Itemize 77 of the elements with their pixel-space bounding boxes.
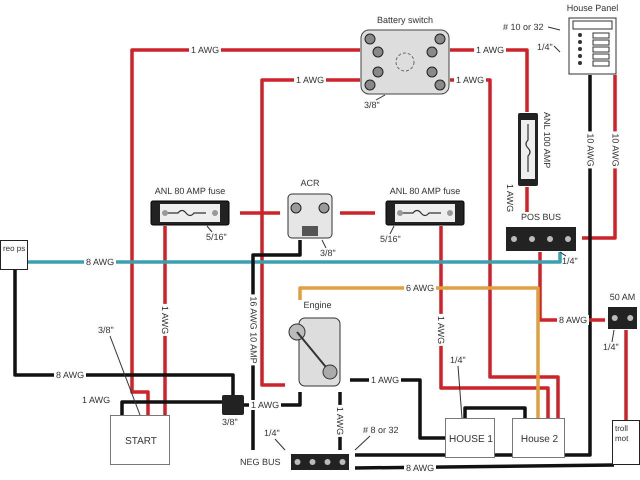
wire-gauge-label: 8 AWG xyxy=(557,315,590,325)
battery-label: House 2 xyxy=(520,434,560,445)
leader-line xyxy=(612,330,614,342)
wire-gauge-label: 16 AWG 10 AMP xyxy=(248,294,258,366)
device-label: troll mot xyxy=(615,424,630,444)
wire-gauge-label: 1 AWG xyxy=(189,45,222,55)
size-label: 3/8" xyxy=(320,248,336,259)
size-label: 1/4" xyxy=(537,42,553,53)
size-label: 1/4" xyxy=(264,428,280,439)
wire-gauge-label: 1 AWG xyxy=(505,182,516,214)
wire-gauge-label: 10 AWG xyxy=(610,131,620,169)
leader-line xyxy=(322,240,326,248)
wire xyxy=(450,78,560,418)
wire-gauge-label: 1 AWG xyxy=(436,314,446,346)
leader-line xyxy=(376,94,386,100)
wire-gauge-label: 6 AWG xyxy=(404,283,436,293)
wire-gauge-label: 1 AWG xyxy=(369,375,402,385)
wire-gauge-label: 1 AWG xyxy=(160,304,170,336)
wire-gauge-label: 1 AWG xyxy=(80,395,112,405)
leader-line xyxy=(560,252,566,256)
component-label: ACR xyxy=(299,178,320,189)
wire xyxy=(354,463,614,470)
wire xyxy=(463,406,527,418)
component-label: Engine xyxy=(302,300,333,311)
wire-gauge-label: 1 AWG xyxy=(249,400,282,410)
battery xyxy=(445,418,495,458)
device-box xyxy=(612,420,640,465)
wire xyxy=(240,211,280,215)
leader-line xyxy=(458,366,462,418)
wire-gauge-label: 10 AWG xyxy=(585,131,596,169)
component-label: POS BUS xyxy=(520,212,562,223)
battery xyxy=(512,418,565,458)
leader-line xyxy=(206,226,212,232)
component-label: ANL 100 AMP xyxy=(541,112,553,168)
component-label: ANL 80 AMP fuse xyxy=(388,186,462,197)
device-box xyxy=(0,240,28,270)
size-label: 5/16" xyxy=(380,234,401,245)
wire-gauge-label: 1 AWG xyxy=(335,404,346,438)
wire-gauge-label: 8 AWG xyxy=(404,463,436,473)
size-label: # 10 or 32 xyxy=(503,22,544,33)
leader-line xyxy=(548,26,560,30)
wire xyxy=(624,330,628,420)
device-label: reo ps xyxy=(3,244,26,254)
battery-label: START xyxy=(124,436,158,447)
size-label: # 8 or 32 xyxy=(363,425,399,436)
wire xyxy=(298,286,540,418)
wire xyxy=(120,400,222,415)
battery-label: HOUSE 1 xyxy=(448,434,494,445)
size-label: 1/4" xyxy=(450,355,466,366)
wire xyxy=(130,48,360,415)
leader-line xyxy=(554,46,560,52)
wire-gauge-label: 1 AWG xyxy=(454,75,486,85)
wire xyxy=(439,226,550,418)
wire xyxy=(28,252,562,264)
wire-gauge-label: 1 AWG xyxy=(474,45,506,55)
battery xyxy=(110,415,170,465)
component-label: Battery switch xyxy=(376,15,434,26)
component-label: House Panel xyxy=(566,3,620,14)
size-label: 5/16" xyxy=(206,232,227,243)
wire-gauge-label: 8 AWG xyxy=(84,257,116,267)
leader-line xyxy=(110,336,140,416)
wire xyxy=(260,78,360,387)
wire-gauge-label: 1 AWG xyxy=(294,75,326,85)
size-label: 3/8" xyxy=(98,325,114,336)
wire xyxy=(340,211,375,215)
size-label: 1/4" xyxy=(603,342,619,353)
component-label: NEG BUS xyxy=(240,457,281,468)
leader-line xyxy=(274,438,286,450)
wire xyxy=(13,270,235,395)
component-label: ANL 80 AMP fuse xyxy=(154,186,226,197)
wire xyxy=(525,187,529,212)
wire-gauge-label: 8 AWG xyxy=(54,370,86,380)
component-label: 50 AM xyxy=(608,292,636,303)
size-label: 3/8" xyxy=(222,417,238,428)
leader-line xyxy=(354,436,370,450)
size-label: 1/4" xyxy=(562,256,578,267)
size-label: 3/8" xyxy=(364,100,380,111)
